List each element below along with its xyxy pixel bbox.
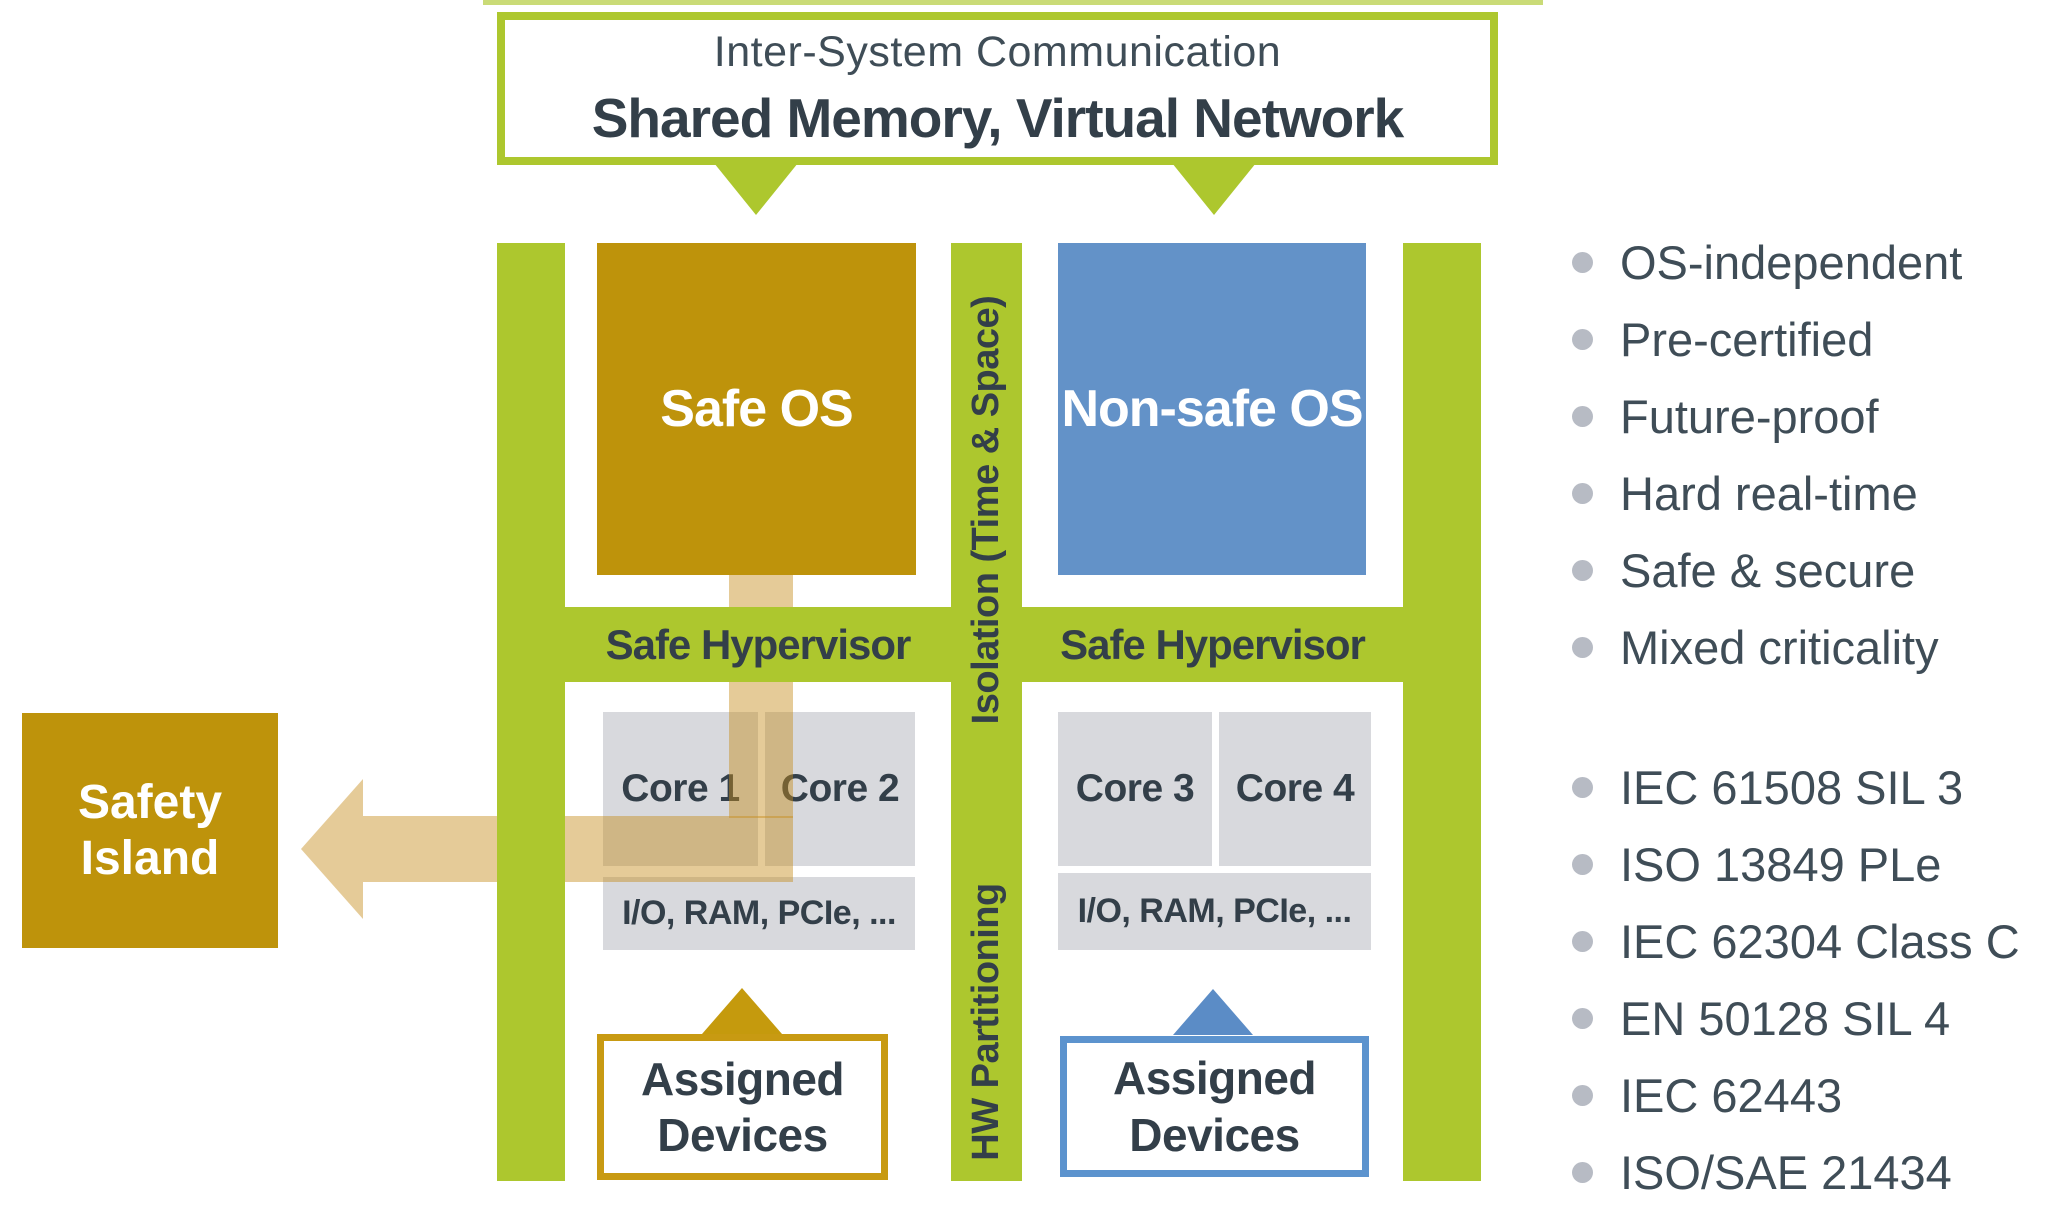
bullet-icon	[1572, 1162, 1593, 1183]
core-4-box: Core 4	[1219, 712, 1371, 866]
standard-label: EN 50128 SIL 4	[1620, 992, 1951, 1045]
bullet-icon	[1572, 483, 1593, 504]
bullet-icon	[1572, 931, 1593, 952]
feature-label: OS-independent	[1620, 236, 1963, 289]
bullet-icon	[1572, 1008, 1593, 1029]
list-item: EN 50128 SIL 4	[1572, 980, 2048, 1057]
inter-system-communication-label: Inter-System Communication	[713, 27, 1282, 76]
io-ram-pcie-right-box: I/O, RAM, PCIe, ...	[1058, 873, 1371, 950]
non-safe-os-box: Non-safe OS	[1058, 243, 1366, 575]
standard-label: ISO/SAE 21434	[1620, 1146, 1952, 1199]
comm-arrow-down-left-icon	[714, 163, 798, 215]
list-item: ISO/SAE 21434	[1572, 1134, 2048, 1211]
list-item: Hard real-time	[1572, 455, 2048, 532]
assigned-devices-arrow-up-left-icon	[702, 988, 782, 1034]
list-item: IEC 62443	[1572, 1057, 2048, 1134]
shared-memory-virtual-network-label: Shared Memory, Virtual Network	[591, 86, 1405, 149]
feature-label: Mixed criticality	[1620, 621, 1939, 674]
safe-hypervisor-label-left: Safe Hypervisor	[605, 620, 912, 668]
safe-hypervisor-label-right: Safe Hypervisor	[1060, 620, 1366, 668]
core-3-box: Core 3	[1058, 712, 1212, 866]
safety-island-arrow-shaft	[363, 816, 793, 882]
bullet-icon	[1572, 777, 1593, 798]
standard-label: ISO 13849 PLe	[1620, 838, 1942, 891]
assigned-devices-left-box: Assigned Devices	[597, 1034, 888, 1180]
right-green-bar	[1403, 243, 1481, 1181]
bullet-icon	[1572, 329, 1593, 350]
list-item: Mixed criticality	[1572, 609, 2048, 686]
left-green-bar	[497, 243, 565, 1181]
bullet-icon	[1572, 637, 1593, 658]
standard-label: IEC 62304 Class C	[1620, 915, 2020, 968]
bullet-icon	[1572, 1085, 1593, 1106]
bullet-icon	[1572, 560, 1593, 581]
list-item: IEC 62304 Class C	[1572, 903, 2048, 980]
feature-label: Safe & secure	[1620, 544, 1916, 597]
hw-partitioning-label: HW Partitioning	[965, 883, 1007, 1161]
list-item: Future-proof	[1572, 378, 2048, 455]
comm-arrow-down-right-icon	[1172, 163, 1256, 215]
standard-label: IEC 62443	[1620, 1069, 1843, 1122]
bullet-icon	[1572, 854, 1593, 875]
bullet-icon	[1572, 252, 1593, 273]
list-item: IEC 61508 SIL 3	[1572, 749, 2048, 826]
io-ram-pcie-left-box: I/O, RAM, PCIe, ...	[603, 877, 915, 950]
top-edge-line	[483, 0, 1543, 5]
assigned-devices-right-box: Assigned Devices	[1060, 1036, 1369, 1177]
safety-island-box: Safety Island	[22, 713, 278, 948]
core-1-box: Core 1	[603, 712, 758, 866]
standards-list: IEC 61508 SIL 3 ISO 13849 PLe IEC 62304 …	[1572, 749, 2048, 1211]
isolation-bar	[951, 243, 1022, 1181]
safety-island-arrow-head-icon	[301, 779, 363, 919]
feature-label: Future-proof	[1620, 390, 1879, 443]
features-list: OS-independent Pre-certified Future-proo…	[1572, 224, 2048, 686]
list-item: ISO 13849 PLe	[1572, 826, 2048, 903]
isolation-time-space-label: Isolation (Time & Space)	[965, 295, 1007, 725]
list-item: Pre-certified	[1572, 301, 2048, 378]
safe-os-box: Safe OS	[597, 243, 916, 575]
hypervisor-bar	[497, 607, 1481, 682]
core-2-box: Core 2	[765, 712, 915, 866]
list-item: OS-independent	[1572, 224, 2048, 301]
list-item: Safe & secure	[1572, 532, 2048, 609]
bullet-icon	[1572, 406, 1593, 427]
inter-system-communication-box: Inter-System Communication Shared Memory…	[497, 12, 1498, 165]
standard-label: IEC 61508 SIL 3	[1620, 761, 1964, 814]
feature-label: Pre-certified	[1620, 313, 1874, 366]
assigned-devices-arrow-up-right-icon	[1173, 989, 1253, 1035]
feature-label: Hard real-time	[1620, 467, 1918, 520]
